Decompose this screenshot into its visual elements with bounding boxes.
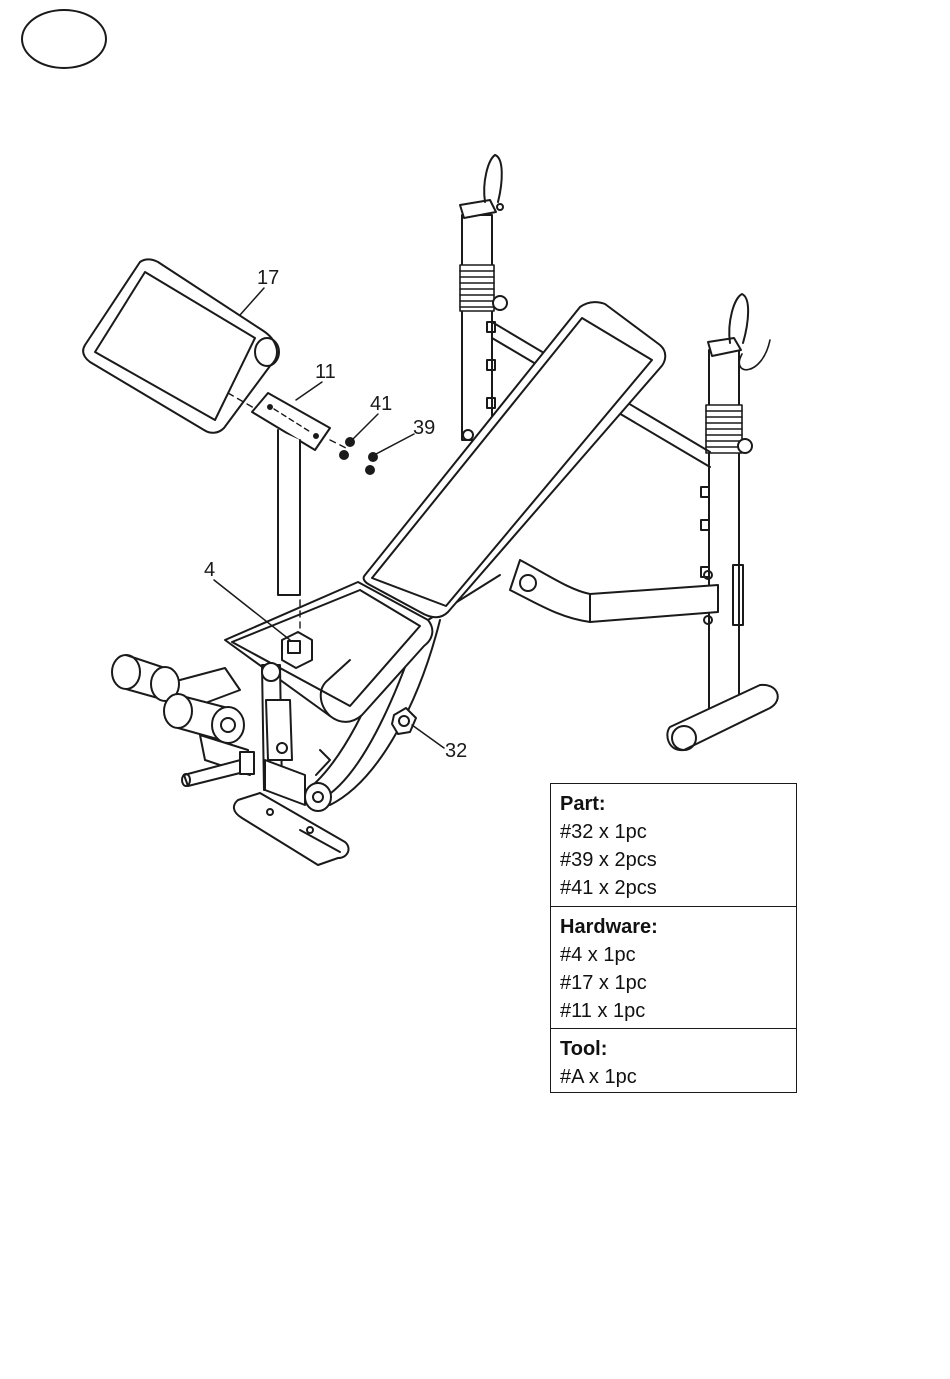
- backrest-pad: [364, 302, 666, 617]
- parts-list-box: Part: #32 x 1pc #39 x 2pcs #41 x 2pcs Ha…: [550, 783, 797, 1093]
- hardware-section: Hardware: #4 x 1pc #17 x 1pc #11 x 1pc: [551, 906, 796, 1028]
- callout-17: 17: [257, 267, 279, 289]
- right-upright: [667, 294, 777, 750]
- tool-section: Tool: #A x 1pc: [551, 1028, 796, 1091]
- callout-32: 32: [445, 740, 467, 762]
- part-item: #41 x 2pcs: [560, 874, 796, 902]
- callout-11: 11: [315, 361, 336, 383]
- hardware-item: #4 x 1pc: [560, 941, 796, 969]
- tool-item: #A x 1pc: [560, 1063, 796, 1091]
- hardware-title: Hardware:: [560, 913, 796, 941]
- hardware-item: #11 x 1pc: [560, 997, 796, 1025]
- part-item: #39 x 2pcs: [560, 846, 796, 874]
- left-upright: [460, 155, 507, 440]
- callout-4: 4: [204, 559, 215, 581]
- pad-bracket: [252, 393, 330, 595]
- part-section: Part: #32 x 1pc #39 x 2pcs #41 x 2pcs: [551, 784, 796, 906]
- part-item: #32 x 1pc: [560, 818, 796, 846]
- hardware-item: #17 x 1pc: [560, 969, 796, 997]
- callout-39: 39: [413, 417, 435, 439]
- washers-and-bolts: [340, 438, 377, 474]
- rear-support-arm: [510, 560, 718, 624]
- part-title: Part:: [560, 790, 796, 818]
- callout-41: 41: [370, 393, 392, 415]
- tool-title: Tool:: [560, 1035, 796, 1063]
- preacher-curl-pad: [83, 259, 279, 432]
- knob-32: [392, 708, 416, 734]
